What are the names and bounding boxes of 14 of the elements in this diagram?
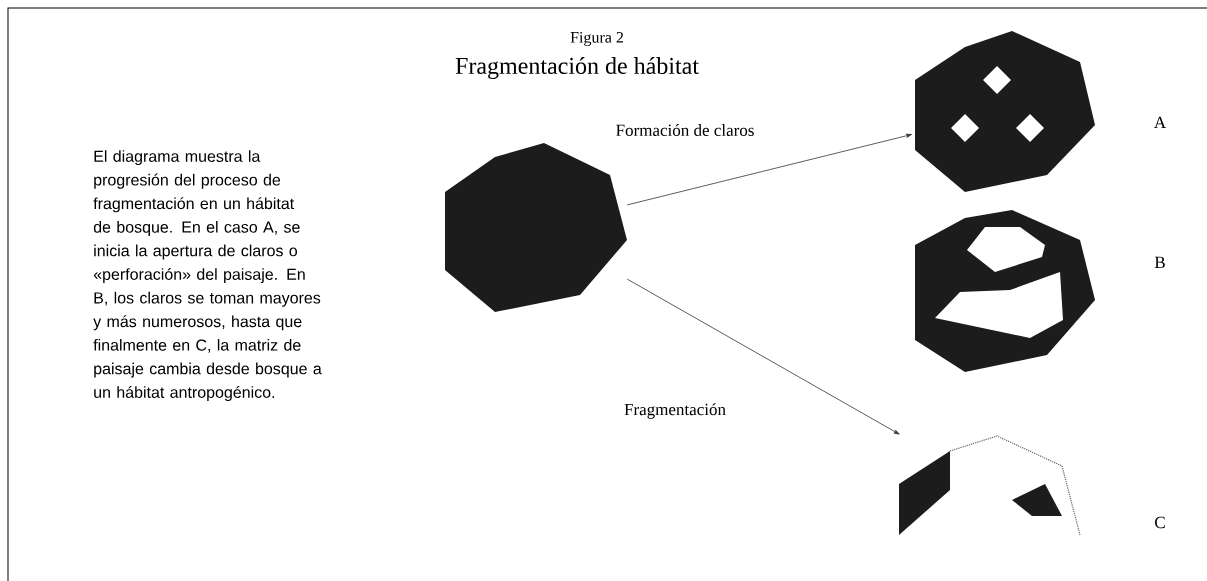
case-letter: C xyxy=(1155,516,1165,529)
arrow xyxy=(626,133,912,206)
case-letter: A xyxy=(1154,116,1167,128)
description-text: El diagrama muestra la progresión del proceso de fragmentación en un hábitat de bosque. En el caso A, se inicia la apertura de claros o «perforación» del paisaje. En B, los claros se toman mayores y más numerosos, hasta que finalmente en C, la matriz de paisaje cambia desde bosque a un hábitat antropogénico. xyxy=(93,150,322,402)
forest-patch-drawing xyxy=(899,435,1081,536)
forest-patch-drawing xyxy=(445,143,627,312)
forest-patch-drawing xyxy=(915,210,1095,372)
edge-label: Fragmentación xyxy=(623,402,727,420)
arrow xyxy=(626,278,900,435)
edge-label: Formación de claros xyxy=(614,123,756,137)
case-letter: B xyxy=(1154,256,1165,269)
forest-patch-drawing xyxy=(915,31,1095,192)
figure-title: Fragmentación de hábitat xyxy=(455,57,699,79)
figure-number: Figura 2 xyxy=(570,32,623,46)
